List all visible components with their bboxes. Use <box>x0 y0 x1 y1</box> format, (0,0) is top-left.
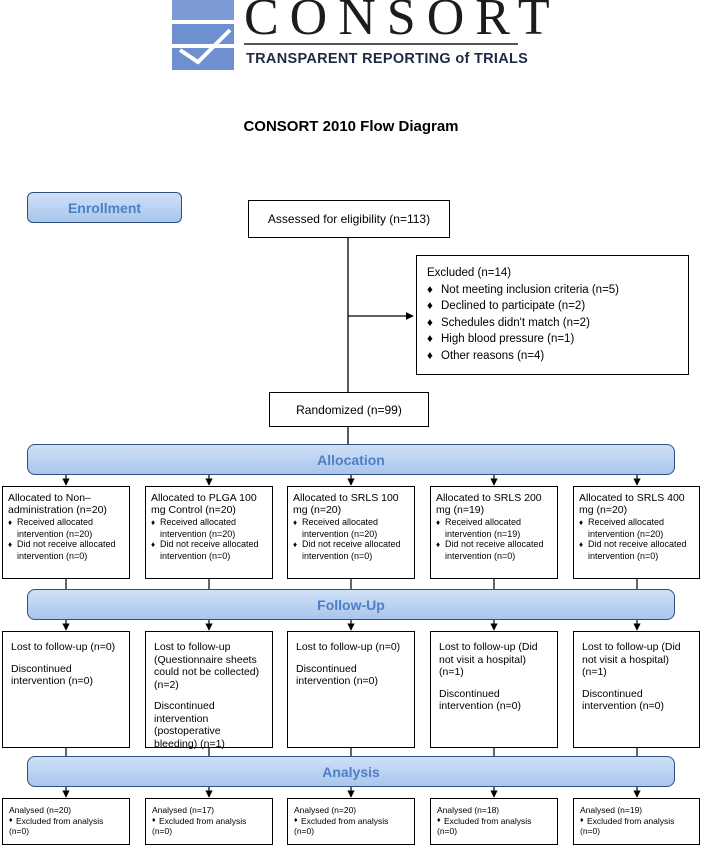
stage-analysis: Analysis <box>27 756 675 787</box>
lost-to-followup: Lost to follow-up (n=0) <box>296 641 401 653</box>
analysed-count: Analysed (n=17) <box>152 805 215 815</box>
excluded-item: ♦Declined to participate (n=2) <box>427 298 678 315</box>
diamond-bullet-icon: ♦ <box>427 333 433 345</box>
analysis-box: Analysed (n=20) ♦Excluded from analysis … <box>287 798 415 845</box>
allocation-box: Allocated to SRLS 200 mg (n=19) ♦Receive… <box>430 486 558 579</box>
consort-logo-word: CONSORT <box>244 0 561 46</box>
diamond-bullet-icon: ♦ <box>151 540 156 549</box>
excluded-item: ♦Not meeting inclusion criteria (n=5) <box>427 282 678 299</box>
diamond-bullet-icon: ♦ <box>8 540 13 549</box>
analysed-count: Analysed (n=18) <box>437 805 500 815</box>
diamond-bullet-icon: ♦ <box>427 300 433 312</box>
randomized-box: Randomized (n=99) <box>269 392 429 427</box>
followup-box: Lost to follow-up (Questionnaire sheets … <box>145 631 273 750</box>
analysed-count: Analysed (n=20) <box>9 805 72 815</box>
followup-box: Lost to follow-up (Did not visit a hospi… <box>573 631 700 748</box>
excluded-box: Excluded (n=14) ♦Not meeting inclusion c… <box>416 255 689 375</box>
stage-allocation: Allocation <box>27 444 675 475</box>
excluded-item: ♦Other reasons (n=4) <box>427 348 678 365</box>
followup-box: Lost to follow-up (Did not visit a hospi… <box>430 631 558 748</box>
analysis-box: Analysed (n=20) ♦Excluded from analysis … <box>2 798 130 845</box>
excluded-title: Excluded (n=14) <box>427 267 512 279</box>
diamond-bullet-icon: ♦ <box>437 816 441 824</box>
excluded-item: ♦Schedules didn't match (n=2) <box>427 315 678 332</box>
diamond-bullet-icon: ♦ <box>579 518 584 527</box>
allocation-box: Allocated to SRLS 400 mg (n=20) ♦Receive… <box>573 486 700 579</box>
discontinued-intervention: Discontinued intervention (n=0) <box>296 662 379 688</box>
diamond-bullet-icon: ♦ <box>8 518 13 527</box>
logo-divider <box>244 43 518 45</box>
diamond-bullet-icon: ♦ <box>293 518 298 527</box>
allocation-heading: Allocated to SRLS 200 mg (n=19) <box>436 492 542 516</box>
discontinued-intervention: Discontinued intervention (n=0) <box>582 687 665 713</box>
stage-followup: Follow-Up <box>27 589 675 620</box>
excluded-list: ♦Not meeting inclusion criteria (n=5) ♦D… <box>427 282 678 365</box>
allocation-box: Allocated to PLGA 100 mg Control (n=20) … <box>145 486 273 579</box>
diamond-bullet-icon: ♦ <box>579 540 584 549</box>
discontinued-intervention: Discontinued intervention (n=0) <box>11 662 94 688</box>
allocation-box: Allocated to SRLS 100 mg (n=20) ♦Receive… <box>287 486 415 579</box>
excluded-item: ♦High blood pressure (n=1) <box>427 331 678 348</box>
diamond-bullet-icon: ♦ <box>293 540 298 549</box>
diamond-bullet-icon: ♦ <box>580 816 584 824</box>
analysed-count: Analysed (n=20) <box>294 805 357 815</box>
discontinued-intervention: Discontinued intervention (n=0) <box>439 687 522 713</box>
allocation-heading: Allocated to Non– administration (n=20) <box>8 492 107 516</box>
analysis-box: Analysed (n=18) ♦Excluded from analysis … <box>430 798 558 845</box>
consort-logo-mark <box>172 0 234 70</box>
allocation-box: Allocated to Non– administration (n=20) … <box>2 486 130 579</box>
consort-logo-tagline: TRANSPARENT REPORTING of TRIALS <box>246 51 529 67</box>
analysis-box: Analysed (n=17) ♦Excluded from analysis … <box>145 798 273 845</box>
diamond-bullet-icon: ♦ <box>9 816 13 824</box>
allocation-heading: Allocated to SRLS 400 mg (n=20) <box>579 492 685 516</box>
allocation-heading: Allocated to PLGA 100 mg Control (n=20) <box>151 492 257 516</box>
diagram-title: CONSORT 2010 Flow Diagram <box>243 118 459 135</box>
lost-to-followup: Lost to follow-up (Did not visit a hospi… <box>439 641 538 678</box>
diamond-bullet-icon: ♦ <box>152 816 156 824</box>
diamond-bullet-icon: ♦ <box>427 316 433 329</box>
diamond-bullet-icon: ♦ <box>436 518 441 527</box>
analysis-box: Analysed (n=19) ♦Excluded from analysis … <box>573 798 700 845</box>
lost-to-followup: Lost to follow-up (Questionnaire sheets … <box>154 641 260 691</box>
lost-to-followup: Lost to follow-up (n=0) <box>11 641 116 653</box>
allocation-heading: Allocated to SRLS 100 mg (n=20) <box>293 492 399 516</box>
discontinued-intervention: Discontinued intervention (postoperative… <box>154 700 225 750</box>
stage-enrollment: Enrollment <box>27 192 182 223</box>
diamond-bullet-icon: ♦ <box>151 518 156 527</box>
followup-box: Lost to follow-up (n=0) Discontinued int… <box>287 631 415 748</box>
followup-box: Lost to follow-up (n=0) Discontinued int… <box>2 631 130 748</box>
diamond-bullet-icon: ♦ <box>427 349 433 362</box>
diamond-bullet-icon: ♦ <box>436 540 441 549</box>
lost-to-followup: Lost to follow-up (Did not visit a hospi… <box>582 641 681 678</box>
assessed-box: Assessed for eligibility (n=113) <box>248 200 450 238</box>
diamond-bullet-icon: ♦ <box>427 283 433 296</box>
analysed-count: Analysed (n=19) <box>580 805 643 815</box>
diamond-bullet-icon: ♦ <box>294 816 298 824</box>
